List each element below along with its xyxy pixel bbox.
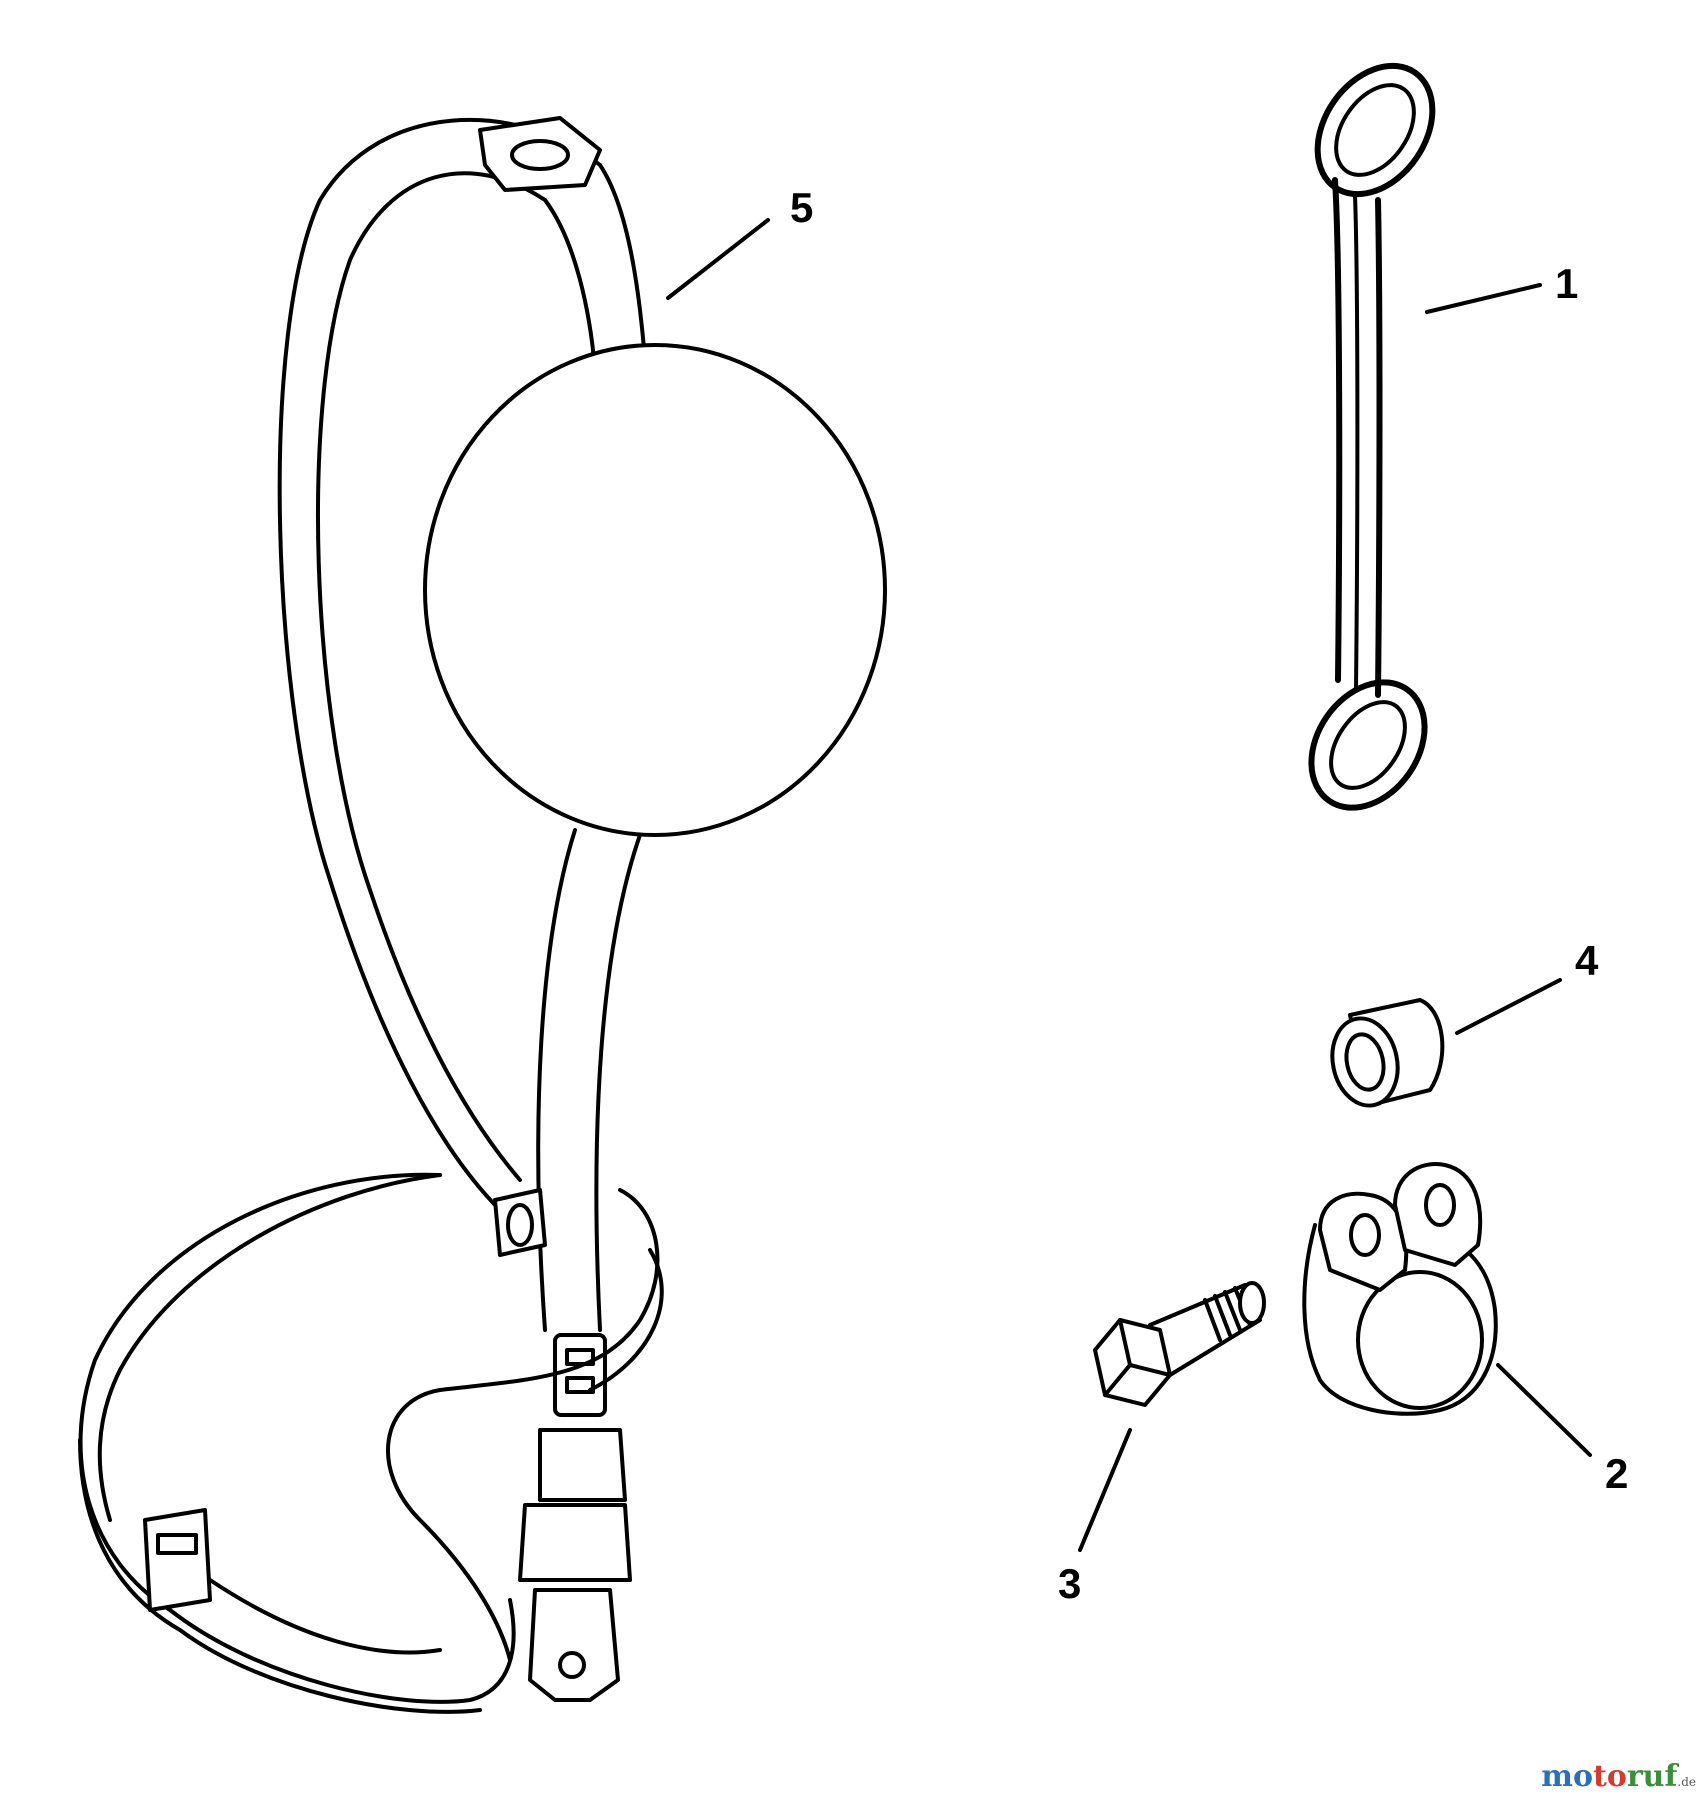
callout-5-label: 5 <box>790 184 813 231</box>
shoulder-strap-front-inner <box>543 198 597 372</box>
shoulder-strap-front <box>598 163 647 362</box>
belt-side-buckle-slot <box>156 1533 198 1555</box>
waist-belt-inner <box>386 1188 660 1662</box>
waist-belt-top-edge <box>97 1173 442 1522</box>
callout-4-label: 4 <box>1575 937 1599 984</box>
clamp-ear-left-hole <box>1349 1213 1381 1257</box>
belt-side-buckle <box>143 1508 212 1612</box>
clamp-ear-right-hole <box>1424 1183 1456 1227</box>
shoulder-strap-outer <box>277 118 602 1212</box>
watermark-part-ruf: ruf <box>1626 1759 1678 1794</box>
clamp-ear-left <box>1318 1191 1409 1292</box>
hanger-link: 1 <box>1308 62 1578 811</box>
clamp-ear-right <box>1393 1162 1483 1267</box>
callout-3-leader <box>1078 1428 1132 1552</box>
hanger-shaft-right <box>1375 197 1383 698</box>
callout-2-leader <box>1496 1363 1592 1457</box>
spacer-bore <box>1344 1032 1386 1092</box>
top-adjuster <box>478 116 602 192</box>
buckle-slot-2 <box>565 1376 595 1394</box>
lower-strap-right <box>594 833 642 1332</box>
lower-strap-left <box>536 828 577 1332</box>
shoulder-pad-disc <box>423 343 887 837</box>
callout-1-label: 1 <box>1555 260 1578 307</box>
buckle-middle <box>538 1428 627 1502</box>
callout-4-leader <box>1455 978 1562 1035</box>
clamp: 2 <box>1302 1162 1628 1497</box>
callout-1-leader <box>1425 283 1542 314</box>
snap-hook <box>528 1588 620 1702</box>
clamp-bore <box>1356 1270 1484 1410</box>
hanger-bottom-ring-outer <box>1308 679 1428 811</box>
belt-loop-ring <box>506 1203 534 1247</box>
waist-belt-outer <box>78 1172 516 1704</box>
belt-pad-seam <box>208 1578 442 1655</box>
callout-2-label: 2 <box>1605 1450 1628 1497</box>
callout-3-label: 3 <box>1058 1560 1081 1607</box>
hanger-top-ring-outer <box>1314 62 1436 198</box>
watermark-part-mo: mo <box>1541 1759 1593 1794</box>
hanger-bottom-ring-inner <box>1329 700 1407 790</box>
watermark-part-to: to <box>1592 1759 1627 1794</box>
hanger-shaft-mid <box>1353 193 1360 692</box>
hex-bolt: 3 <box>1058 1281 1266 1607</box>
buckle-upper <box>553 1333 607 1417</box>
shoulder-strap-inner <box>316 171 547 1182</box>
belt-loop <box>493 1188 547 1257</box>
waist-belt-inner-edge <box>588 1248 664 1392</box>
bolt-tip <box>1238 1281 1266 1325</box>
harness-assembly: 5 <box>78 116 887 1714</box>
buckle-lower <box>518 1503 632 1582</box>
top-adjuster-slot <box>510 139 570 171</box>
hanger-shaft-left <box>1332 177 1343 683</box>
watermark-logo: motoruf.de <box>1541 1759 1696 1794</box>
hanger-top-ring-inner <box>1334 83 1416 177</box>
snap-hook-eye <box>558 1651 586 1679</box>
waist-belt-lower-edge <box>78 1438 482 1714</box>
spacer-sleeve: 4 <box>1330 937 1599 1108</box>
bolt-head-face <box>1103 1318 1172 1397</box>
callout-5-leader <box>666 218 770 300</box>
watermark-suffix: .de <box>1677 1775 1696 1789</box>
